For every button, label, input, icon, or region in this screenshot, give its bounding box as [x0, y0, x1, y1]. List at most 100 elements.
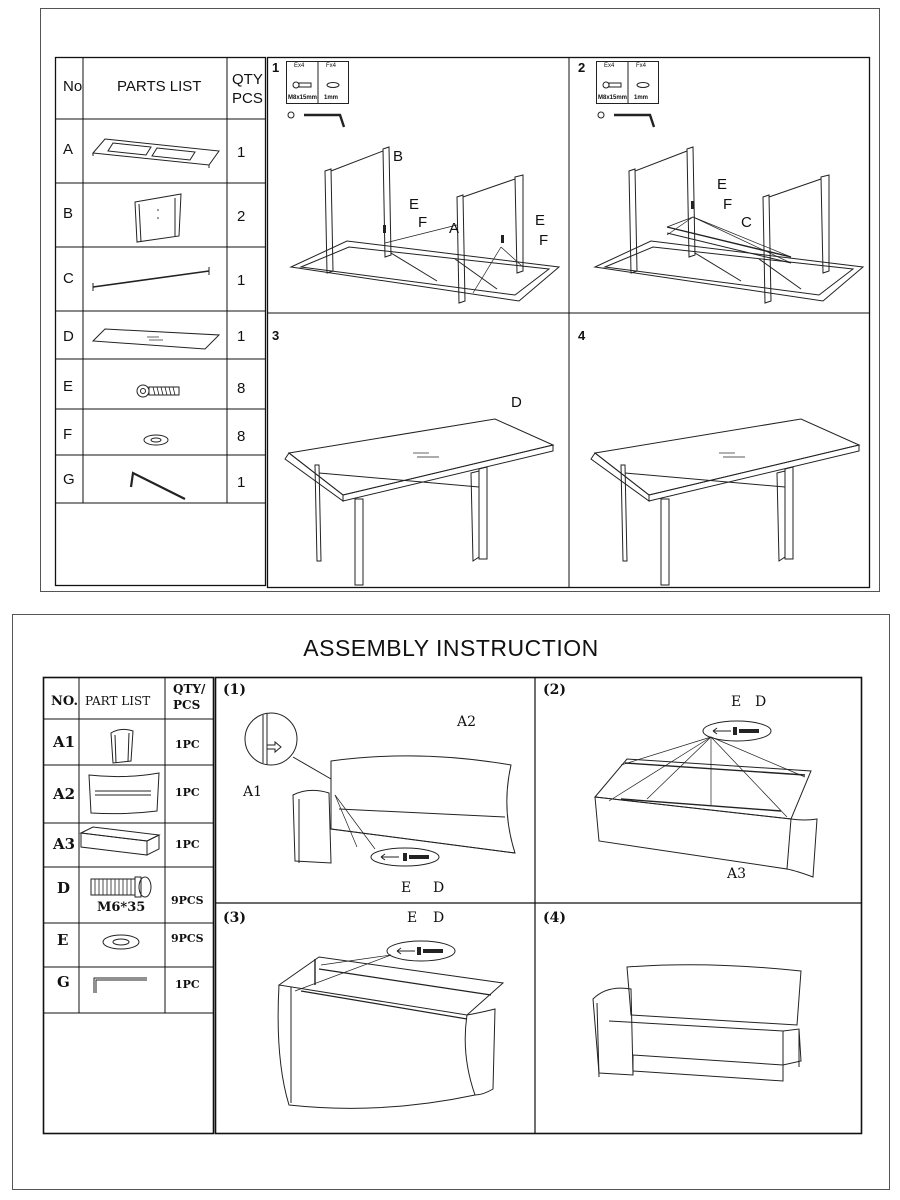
part-letter: D	[63, 328, 74, 345]
part-letter: F	[63, 426, 73, 443]
part-letter: E	[63, 378, 74, 395]
hardware-f-count: Fx4	[326, 63, 337, 69]
part-letter: A	[63, 141, 74, 158]
part-qty: 8	[237, 380, 246, 397]
side-panel-icon	[134, 193, 182, 243]
part-letter: G	[63, 471, 75, 488]
hardware-box	[596, 61, 659, 104]
hardware-bolt-size: M8x15mm	[288, 95, 318, 101]
hardware-e-count: Ex4	[604, 63, 615, 69]
callout-label: A	[449, 220, 460, 237]
callout-label: D	[511, 394, 522, 411]
table-instruction-sheet: No PARTS LIST QTY PCS A 1 B 2 C 1 D 1 E …	[40, 8, 880, 592]
part-qty: 2	[237, 208, 246, 225]
part-code: A2	[53, 785, 76, 803]
allen-key-icon	[287, 111, 346, 128]
part-code: A1	[53, 733, 76, 751]
step-number: 1	[272, 60, 280, 75]
hardware-box	[286, 61, 349, 104]
part-qty: 1	[237, 272, 246, 289]
parts-table-grid	[54, 56, 267, 587]
step-number: (4)	[543, 910, 566, 926]
step-number: (2)	[543, 682, 566, 698]
steps-grid	[266, 56, 871, 589]
hardware-washer-size: 1mm	[634, 95, 649, 101]
callout-label: E	[407, 910, 418, 926]
assembled-table-drawing	[284, 418, 555, 586]
table-frame-icon	[91, 138, 220, 168]
callout-label: C	[741, 214, 752, 231]
callout-label: A3	[727, 866, 747, 882]
callout-label: B	[393, 148, 404, 165]
header-pcs: PCS	[232, 90, 263, 107]
part-code: E	[57, 931, 69, 949]
callout-label: E	[717, 176, 728, 193]
callout-label: D	[433, 910, 445, 926]
part-qty: 8	[237, 428, 246, 445]
screw-icon	[90, 876, 152, 898]
sheet-title: ASSEMBLY INSTRUCTION	[303, 635, 599, 661]
part-qty: 1	[237, 474, 246, 491]
seat-box-icon	[79, 826, 161, 856]
header-pcs: PCS	[173, 698, 201, 712]
steps-grid	[214, 676, 863, 1135]
sofa-step2-drawing	[594, 720, 818, 878]
screw-size-caption: M6*35	[97, 900, 146, 915]
hardware-bolt-size: M8x15mm	[598, 95, 628, 101]
callout-label: A2	[457, 714, 477, 730]
finished-sofa-drawing	[592, 964, 802, 1082]
part-qty: 1PC	[175, 978, 200, 991]
part-letter: B	[63, 205, 74, 222]
callout-label: E	[535, 212, 546, 229]
step-number: (3)	[223, 910, 246, 926]
part-qty: 1	[237, 328, 246, 345]
hardware-f-count: Fx4	[636, 63, 647, 69]
backrest-panel-icon	[88, 772, 160, 815]
callout-label: A1	[243, 784, 263, 800]
part-qty: 1PC	[175, 838, 200, 851]
callout-label: E	[731, 694, 742, 710]
allen-key-icon	[597, 111, 656, 128]
step-number: 4	[578, 328, 586, 343]
part-code: A3	[53, 835, 76, 853]
part-code: D	[57, 879, 71, 897]
washer-icon	[102, 934, 140, 950]
header-no: No	[63, 78, 83, 95]
finished-table-drawing	[590, 418, 861, 586]
callout-label: F	[418, 214, 428, 231]
step-number: 2	[578, 60, 586, 75]
part-qty: 1PC	[175, 738, 200, 751]
part-code: G	[57, 973, 70, 991]
table-frame-drawing	[289, 146, 561, 304]
table-frame-drawing	[593, 146, 865, 304]
callout-label: E	[409, 196, 420, 213]
part-qty: 9PCS	[171, 932, 204, 945]
washer-icon	[143, 434, 169, 446]
callout-label: D	[433, 880, 445, 896]
header-no: NO.	[51, 694, 78, 709]
parts-table-grid	[42, 676, 215, 1135]
sofa-instruction-sheet: ASSEMBLY INSTRUCTION NO. PART LIST QTY/ …	[12, 614, 890, 1190]
sofa-step1-drawing	[244, 712, 516, 867]
header-parts-list: PARTS LIST	[117, 78, 202, 95]
step-number: 3	[272, 328, 280, 343]
sofa-step3-drawing	[277, 940, 505, 1109]
part-letter: C	[63, 270, 74, 287]
header-part-list: PART LIST	[85, 694, 151, 708]
part-qty: 1PC	[175, 786, 200, 799]
part-qty: 1	[237, 144, 246, 161]
callout-label: E	[401, 880, 412, 896]
glass-top-icon	[91, 328, 221, 350]
allen-key-icon	[129, 471, 186, 503]
callout-label: F	[723, 196, 733, 213]
hardware-e-count: Ex4	[294, 63, 305, 69]
step-number: (1)	[223, 682, 246, 698]
header-qty: QTY	[232, 71, 263, 88]
part-qty: 9PCS	[171, 894, 204, 907]
armrest-panel-icon	[110, 728, 134, 764]
crossbar-icon	[92, 267, 210, 291]
bolt-icon	[136, 384, 180, 398]
allen-key-icon	[93, 977, 147, 993]
callout-label: F	[539, 232, 549, 249]
hardware-washer-size: 1mm	[324, 95, 339, 101]
